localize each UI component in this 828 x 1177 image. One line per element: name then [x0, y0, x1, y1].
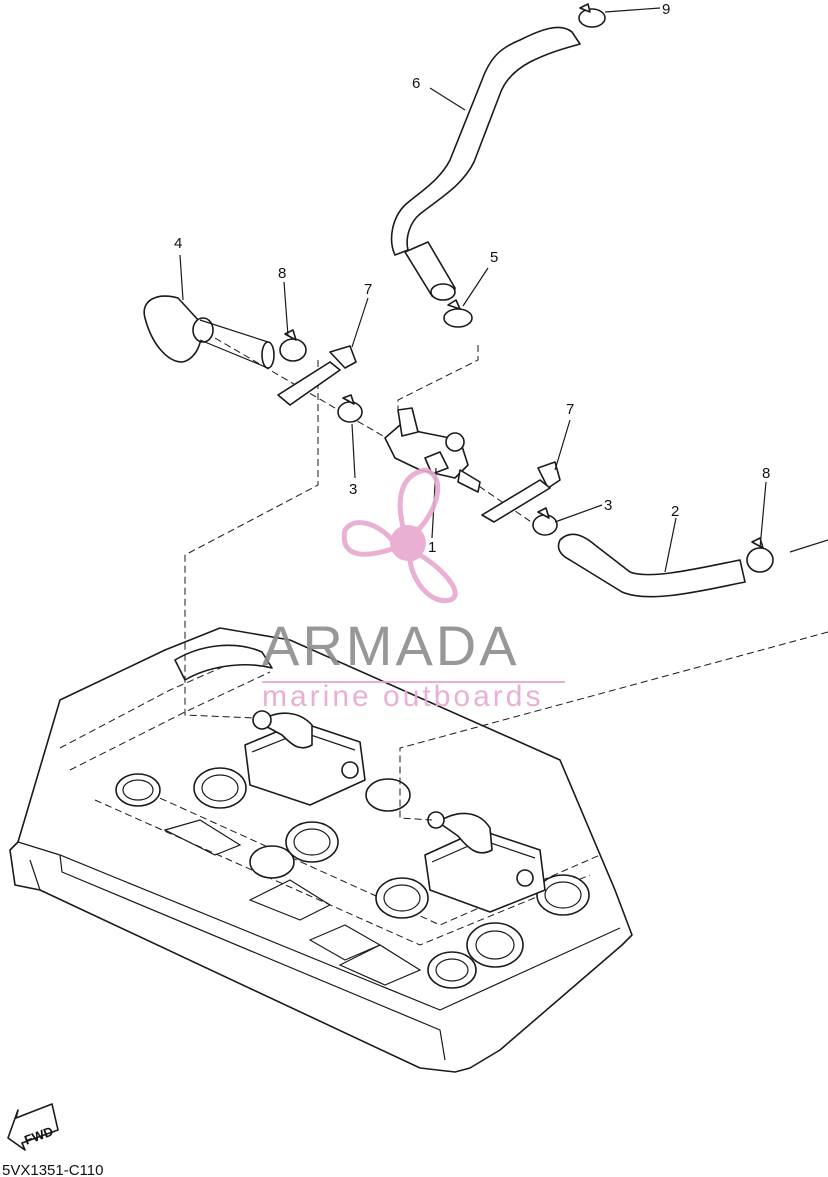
callout-5: 5 [490, 249, 498, 266]
callout-2: 2 [671, 503, 679, 520]
hose-4 [143, 295, 275, 369]
clamp-3-right [532, 507, 558, 536]
callout-1: 1 [428, 539, 436, 556]
callout-7-left: 7 [364, 281, 372, 298]
leader-lines [179, 7, 767, 573]
callout-8-left: 8 [278, 265, 286, 282]
callout-9: 9 [662, 1, 670, 18]
bracket-7-right [481, 461, 561, 523]
callout-labels: 9 6 5 4 8 7 3 1 7 3 2 8 [174, 1, 770, 556]
callout-7-right: 7 [566, 401, 574, 418]
drawing-code: 5VX1351-C110 [2, 1162, 103, 1177]
callout-4: 4 [174, 235, 182, 252]
clamp-3-left [337, 394, 363, 423]
armada-watermark: ARMADA marine outboards [262, 467, 565, 713]
cylinder-head-cover [9, 627, 633, 1073]
callout-8-right: 8 [762, 465, 770, 482]
hose-2 [557, 533, 828, 598]
callout-6: 6 [412, 75, 420, 92]
propeller-logo-icon [341, 467, 458, 604]
bracket-7-left [277, 345, 357, 406]
hose-6 [390, 26, 581, 301]
watermark-title: ARMADA [262, 614, 520, 677]
air-cut-valve-1 [384, 407, 481, 493]
watermark-subtitle: marine outboards [262, 680, 543, 713]
clamp-5 [443, 299, 473, 328]
clamp-8-left [279, 329, 307, 362]
callout-3-right: 3 [604, 497, 612, 514]
callout-3-left: 3 [349, 481, 357, 498]
clamp-9 [578, 3, 606, 28]
fwd-arrow-icon: FWD [7, 1103, 59, 1151]
